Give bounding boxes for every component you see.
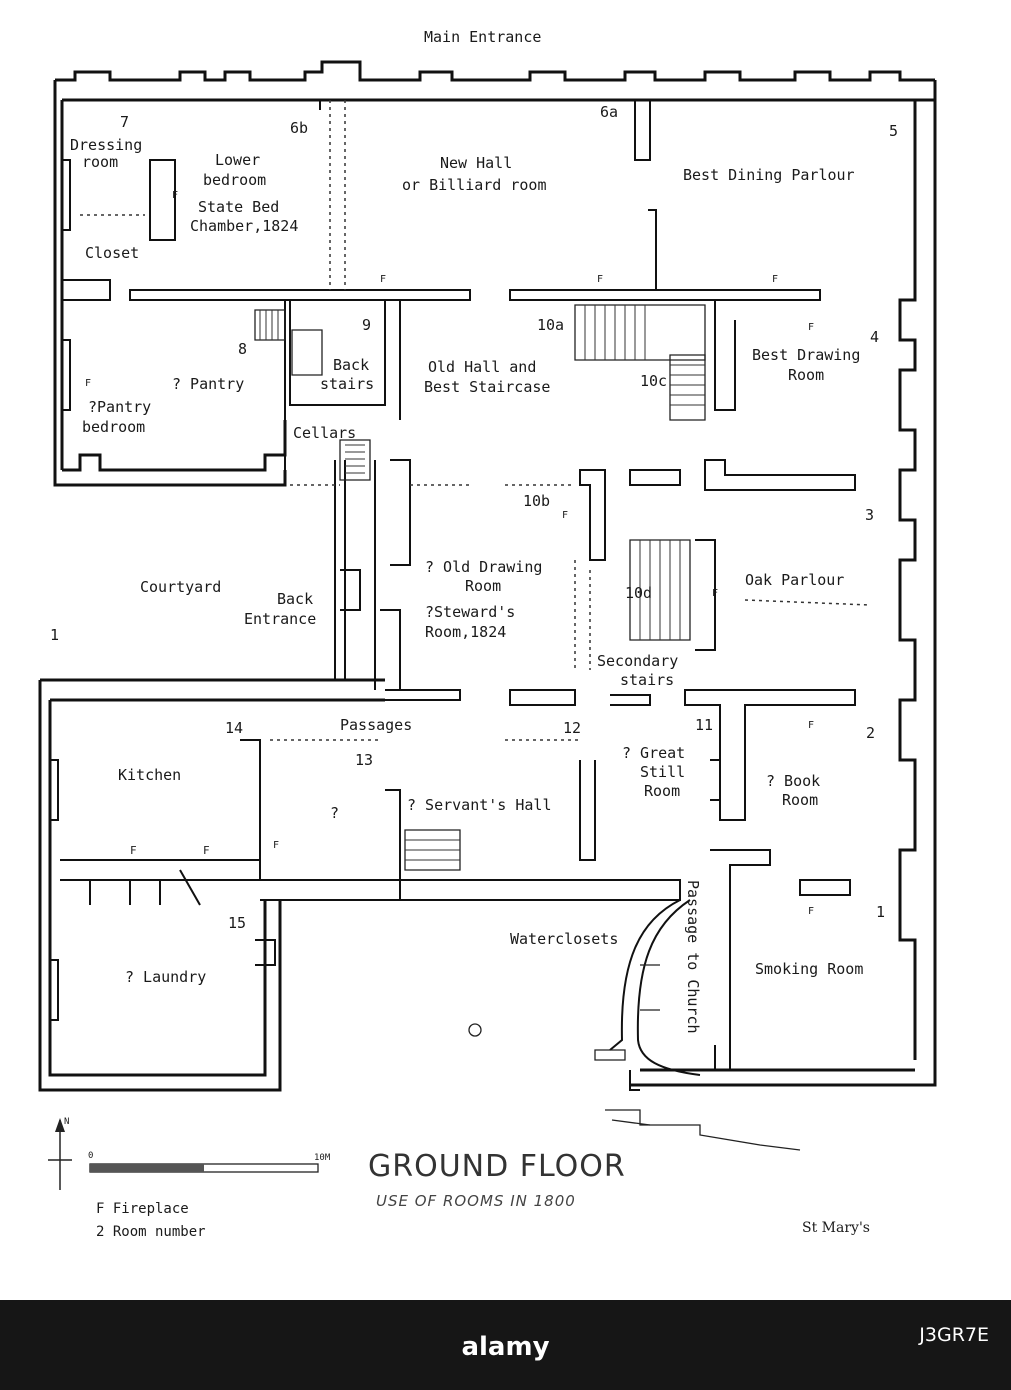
room-label-servants-hall: ? Servant's Hall <box>407 796 552 814</box>
room-label-passage-church: Passage to Church <box>684 880 702 1034</box>
room-label-new-hall-2: or Billiard room <box>402 176 547 194</box>
image-id-label: J3GR7E <box>919 1324 989 1346</box>
room-number-9: 9 <box>362 316 371 334</box>
fireplace-icon: F <box>712 588 718 599</box>
scale-start-label: 0 <box>88 1151 93 1161</box>
stray-mark-1: 1 <box>50 626 59 644</box>
room-number-5: 5 <box>889 122 898 140</box>
room-number-14: 14 <box>225 719 243 737</box>
room-number-10d: 10d <box>625 584 652 602</box>
room-label-great-still-3: Room <box>644 782 680 800</box>
room-label-courtyard: Courtyard <box>140 578 221 596</box>
room-label-oak-parlour: Oak Parlour <box>745 571 844 589</box>
main-entrance-label: Main Entrance <box>424 28 541 46</box>
room-number-10b: 10b <box>523 492 550 510</box>
floor-plan: Main Entrance Dressing room Lower bedroo… <box>38 28 937 1240</box>
room-number-12: 12 <box>563 719 581 737</box>
room-label-dressing: Dressing <box>70 136 142 154</box>
room-label-best-dining: Best Dining Parlour <box>683 166 855 184</box>
room-number-10a: 10a <box>537 316 564 334</box>
room-label-pantry-bedroom-2: bedroom <box>82 418 145 436</box>
room-numbers: 7 6b 6a 5 8 9 10a 4 10c 10b 3 10d 14 12 … <box>50 103 898 932</box>
room-label-back-stairs-2: stairs <box>320 375 374 393</box>
room-label-pantry: ? Pantry <box>172 375 244 393</box>
interior-walls <box>60 100 856 1151</box>
legend-block: N 0 10M GROUND FLOOR USE OF ROOMS IN 180… <box>48 1117 870 1240</box>
room-number-10c: 10c <box>640 372 667 390</box>
legend-fireplace: F Fireplace <box>96 1201 189 1217</box>
watermark-banner: alamy J3GR7E <box>0 1300 1011 1390</box>
scale-end-label: 10M <box>314 1153 331 1163</box>
room-label-great-still: ? Great <box>622 744 685 762</box>
fireplace-icon: F <box>808 322 814 333</box>
room-number-2: 2 <box>866 724 875 742</box>
room-label-13: ? <box>330 804 339 822</box>
north-label: N <box>64 1117 69 1127</box>
fireplace-icon: F <box>130 844 137 857</box>
plan-title: GROUND FLOOR <box>368 1149 626 1184</box>
room-label-new-hall: New Hall <box>440 154 512 172</box>
room-label-back-entrance-2: Entrance <box>244 610 316 628</box>
room-label-book-room-2: Room <box>782 791 818 809</box>
fireplace-icon: F <box>380 274 386 285</box>
room-label-old-drawing-2: Room <box>465 577 501 595</box>
plan-subtitle: USE OF ROOMS IN 1800 <box>376 1192 576 1210</box>
room-number-1: 1 <box>876 903 885 921</box>
fireplace-icon: F <box>808 906 814 917</box>
scale-bar: 0 10M <box>88 1151 331 1173</box>
room-label-stewards: ?Steward's <box>425 603 515 621</box>
room-label-great-still-2: Still <box>640 763 685 781</box>
north-arrow-icon: N <box>48 1117 72 1190</box>
room-number-13: 13 <box>355 751 373 769</box>
room-number-8: 8 <box>238 340 247 358</box>
room-number-7: 7 <box>120 113 129 131</box>
outer-walls <box>38 60 937 1092</box>
fireplace-icon: F <box>273 840 279 851</box>
room-label-best-drawing: Best Drawing <box>752 346 860 364</box>
room-label-stewards-2: Room,1824 <box>425 623 506 641</box>
room-number-4: 4 <box>870 328 879 346</box>
room-label-old-drawing: ? Old Drawing <box>425 558 542 576</box>
fireplace-marks: F F F F F F F F F F F F F <box>85 190 814 917</box>
fireplace-icon: F <box>203 844 210 857</box>
room-label-passages: Passages <box>340 716 412 734</box>
room-label-lower-bedroom: Lower <box>215 151 260 169</box>
room-label-state-bed: State Bed <box>198 198 279 216</box>
watermark-logo: alamy <box>461 1332 550 1362</box>
room-number-6a: 6a <box>600 103 618 121</box>
fireplace-icon: F <box>597 274 603 285</box>
room-label-lower-bedroom-2: bedroom <box>203 171 266 189</box>
room-label-old-hall: Old Hall and <box>428 358 536 376</box>
room-label-secondary-stairs: Secondary <box>597 652 678 670</box>
room-number-6b: 6b <box>290 119 308 137</box>
room-label-secondary-stairs-2: stairs <box>620 671 674 689</box>
room-label-pantry-bedroom: ?Pantry <box>88 398 151 416</box>
room-label-kitchen: Kitchen <box>118 766 181 784</box>
credit-label: St Mary's <box>802 1220 870 1236</box>
fireplace-icon: F <box>562 510 568 521</box>
room-label-back-stairs: Back <box>333 356 369 374</box>
room-label-closet: Closet <box>85 244 139 262</box>
room-number-3: 3 <box>865 506 874 524</box>
room-label-best-drawing-2: Room <box>788 366 824 384</box>
room-label-smoking-room: Smoking Room <box>755 960 863 978</box>
room-label-back-entrance: Back <box>277 590 313 608</box>
room-label-laundry: ? Laundry <box>125 968 206 986</box>
room-number-11: 11 <box>695 716 713 734</box>
room-label-state-bed-2: Chamber,1824 <box>190 217 298 235</box>
room-label-cellars: Cellars <box>293 424 356 442</box>
room-number-15: 15 <box>228 914 246 932</box>
legend-room-number: 2 Room number <box>96 1224 206 1240</box>
room-label-book-room: ? Book <box>766 772 820 790</box>
room-label-dressing-2: room <box>82 153 118 171</box>
fireplace-icon: F <box>172 190 178 201</box>
room-labels: Main Entrance Dressing room Lower bedroo… <box>70 28 863 1034</box>
fireplace-icon: F <box>772 274 778 285</box>
room-label-old-hall-2: Best Staircase <box>424 378 550 396</box>
room-label-waterclosets: Waterclosets <box>510 930 618 948</box>
dotted-lines <box>80 100 871 741</box>
fireplace-icon: F <box>85 378 91 389</box>
fireplace-icon: F <box>808 720 814 731</box>
